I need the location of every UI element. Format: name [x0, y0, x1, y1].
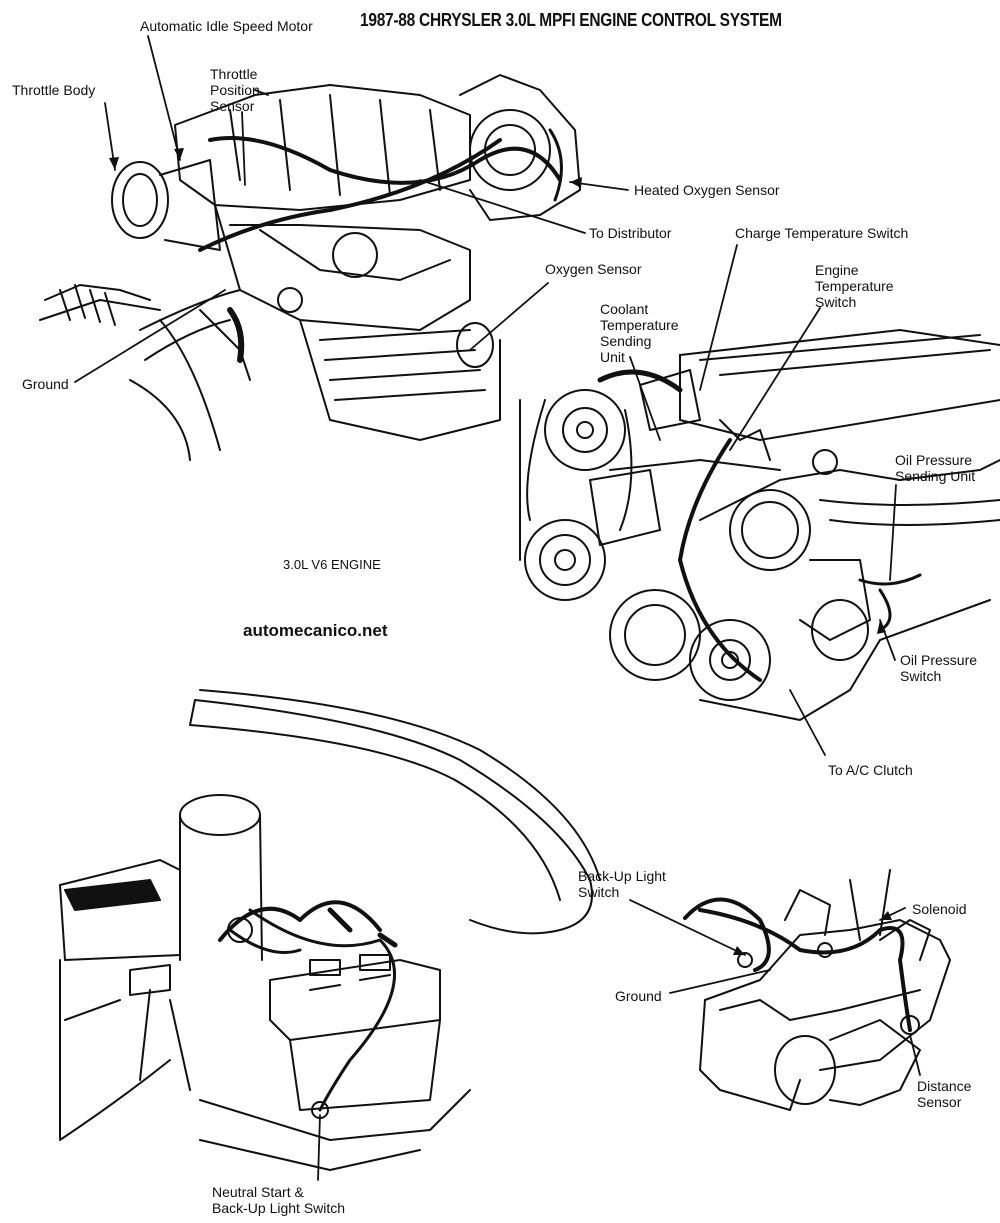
label-heated-oxygen-sensor: Heated Oxygen Sensor — [634, 182, 780, 198]
label-engine-temperature-switch: Engine Temperature Switch — [815, 262, 894, 310]
label-charge-temperature-switch: Charge Temperature Switch — [735, 225, 909, 241]
label-throttle-position-sensor: Throttle Position Sensor — [210, 66, 260, 114]
label-solenoid: Solenoid — [912, 901, 967, 917]
label-automatic-idle-speed-motor: Automatic Idle Speed Motor — [140, 18, 313, 34]
leader-lines — [74, 35, 921, 1181]
diagram-title: 1987-88 CHRYSLER 3.0L MPFI ENGINE CONTRO… — [360, 10, 782, 30]
label-throttle-body: Throttle Body — [12, 82, 96, 98]
label-oil-pressure-switch: Oil Pressure Switch — [900, 652, 978, 684]
label-ground-top: Ground — [22, 376, 69, 392]
label-oxygen-sensor: Oxygen Sensor — [545, 261, 642, 277]
right-engine-drawing — [519, 329, 1000, 721]
label-backup-light-switch: Back-Up Light Switch — [578, 868, 666, 900]
watermark: automecanico.net — [243, 621, 388, 640]
label-distance-sensor: Distance Sensor — [917, 1078, 972, 1110]
transaxle-drawing — [683, 869, 951, 1111]
label-neutral-start-switch: Neutral Start & Back-Up Light Switch — [212, 1184, 346, 1216]
label-oil-pressure-sending-unit: Oil Pressure Sending Unit — [895, 452, 976, 484]
label-to-ac-clutch: To A/C Clutch — [828, 762, 913, 778]
label-coolant-temperature-sending-unit: Coolant Temperature Sending Unit — [600, 301, 679, 365]
car-body-drawing — [59, 689, 601, 1171]
label-ground-bottom: Ground — [615, 988, 662, 1004]
engine-caption: 3.0L V6 ENGINE — [283, 557, 381, 572]
top-engine-drawing — [39, 74, 581, 461]
label-to-distributor: To Distributor — [589, 225, 672, 241]
leader-arrowheads — [109, 148, 892, 955]
